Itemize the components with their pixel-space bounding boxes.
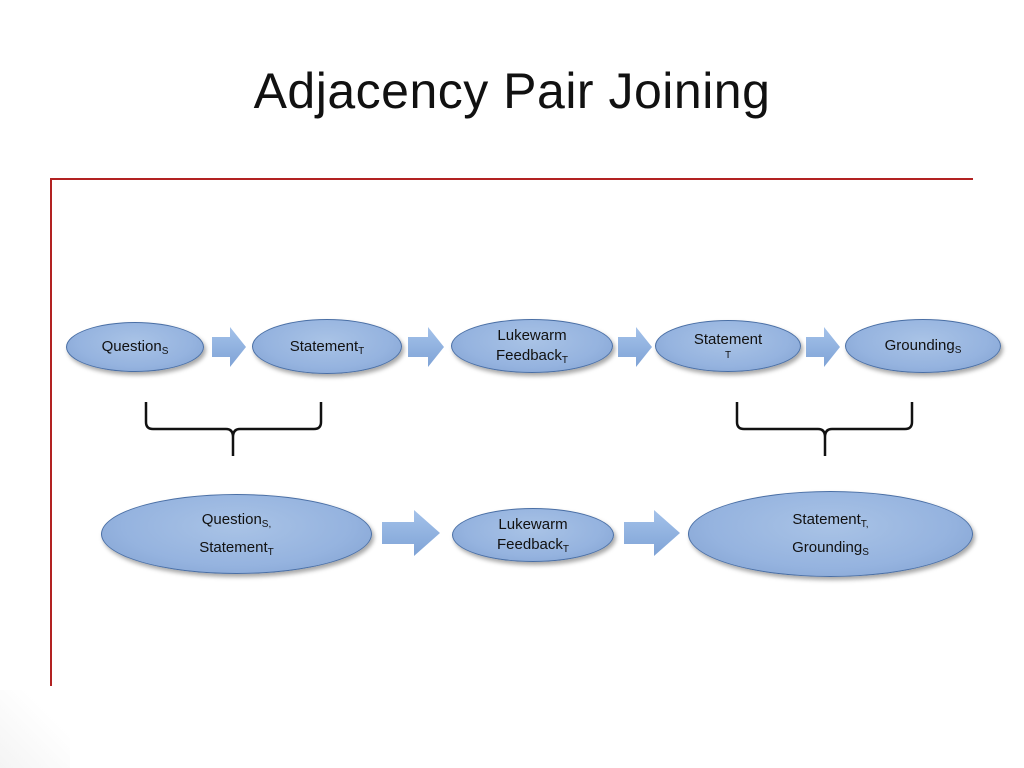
arrow-right-5	[382, 510, 440, 556]
merged-left-line1: QuestionS,	[202, 506, 272, 534]
node-question-sub: S	[161, 346, 169, 357]
node-lukewarm-2-label: Feedback	[497, 536, 563, 553]
arrow-right-4	[806, 327, 840, 367]
node-grounding-sub: S	[954, 345, 962, 356]
arrow-right-3	[618, 327, 652, 367]
node-lukewarm-2-line1: Lukewarm	[498, 516, 568, 533]
merged-left-sub2: T	[267, 547, 274, 558]
node-question-statement-merged: QuestionS, StatementT	[101, 494, 372, 574]
node-statement-grounding-merged: StatementT, GroundingS	[688, 491, 973, 577]
node-question: QuestionS	[66, 322, 204, 372]
merged-right-sub1: T,	[860, 519, 869, 530]
bracket-right	[735, 402, 914, 456]
merged-right-line1: StatementT,	[792, 506, 868, 534]
node-statement-2-sub: T	[724, 350, 732, 361]
merged-right-label2: Grounding	[792, 539, 863, 556]
merged-left-label2: Statement	[199, 539, 268, 556]
node-lukewarm-2-line2: FeedbackT	[497, 535, 569, 555]
node-statement-1-text: StatementT	[290, 337, 364, 357]
node-lukewarm-1-label: Feedback	[496, 347, 562, 364]
frame-left-line	[50, 178, 52, 686]
node-question-text: QuestionS	[102, 337, 169, 357]
merged-right-line2: GroundingS	[792, 534, 869, 562]
node-statement-1-label: Statement	[289, 337, 359, 355]
frame-top-line	[50, 178, 973, 180]
corner-decoration	[0, 690, 70, 768]
node-lukewarm-1-line1: Lukewarm	[497, 327, 567, 344]
slide-title: Adjacency Pair Joining	[253, 63, 771, 119]
node-lukewarm-feedback-1: Lukewarm FeedbackT	[451, 319, 613, 373]
node-grounding: GroundingS	[845, 319, 1001, 373]
bracket-left	[144, 402, 323, 456]
node-statement-1: StatementT	[252, 319, 402, 374]
node-statement-1-sub: T	[358, 345, 365, 357]
node-lukewarm-feedback-2: Lukewarm FeedbackT	[452, 508, 614, 562]
merged-left-label1: Question	[201, 511, 262, 528]
merged-left-line2: StatementT	[199, 534, 273, 562]
arrow-right-6	[624, 510, 680, 556]
merged-right-sub2: S	[862, 547, 869, 558]
node-statement-2: Statement T	[655, 320, 801, 372]
node-statement-2-label: Statement	[693, 331, 763, 348]
arrow-right-2	[408, 327, 444, 367]
merged-left-sub1: S,	[261, 519, 272, 530]
node-lukewarm-1-line2: FeedbackT	[496, 346, 568, 366]
node-lukewarm-1-sub: T	[561, 355, 568, 366]
node-grounding-label: Grounding	[884, 337, 955, 354]
node-grounding-text: GroundingS	[885, 336, 962, 356]
merged-right-label1: Statement	[792, 511, 861, 528]
node-lukewarm-2-sub: T	[562, 544, 569, 555]
node-question-label: Question	[101, 338, 162, 355]
arrow-right-1	[212, 327, 246, 367]
